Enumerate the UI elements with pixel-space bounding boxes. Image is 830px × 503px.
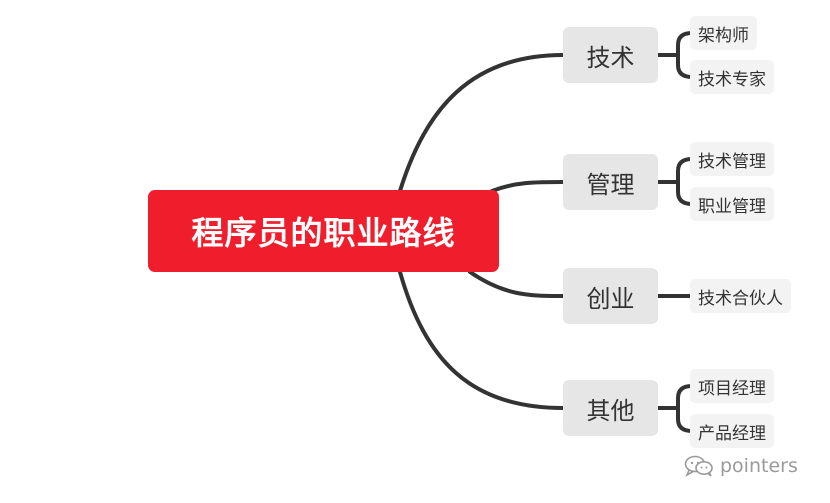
bracket-tech	[676, 31, 694, 79]
leaf-architect[interactable]: 架构师	[690, 16, 757, 50]
link-root-startup	[468, 270, 565, 298]
root-node[interactable]: 程序员的职业路线	[148, 190, 499, 272]
bracket-mgmt	[676, 157, 694, 206]
bracket-other	[676, 384, 694, 433]
wechat-icon	[684, 455, 713, 477]
link-root-other	[398, 270, 565, 410]
branch-startup[interactable]: 创业	[563, 268, 658, 324]
watermark: pointers	[684, 452, 798, 480]
leaf-career-management[interactable]: 职业管理	[690, 187, 774, 221]
watermark-text: pointers	[720, 455, 798, 477]
link-root-mgmt	[490, 180, 565, 193]
leaf-project-manager[interactable]: 项目经理	[690, 369, 774, 403]
branch-other[interactable]: 其他	[563, 380, 658, 436]
leaf-tech-management[interactable]: 技术管理	[690, 142, 774, 176]
leaf-product-manager[interactable]: 产品经理	[690, 414, 774, 448]
branch-management[interactable]: 管理	[563, 154, 658, 210]
leaf-tech-expert[interactable]: 技术专家	[690, 60, 774, 94]
leaf-tech-partner[interactable]: 技术合伙人	[690, 279, 791, 313]
branch-tech[interactable]: 技术	[563, 27, 658, 83]
link-root-tech	[398, 53, 565, 193]
